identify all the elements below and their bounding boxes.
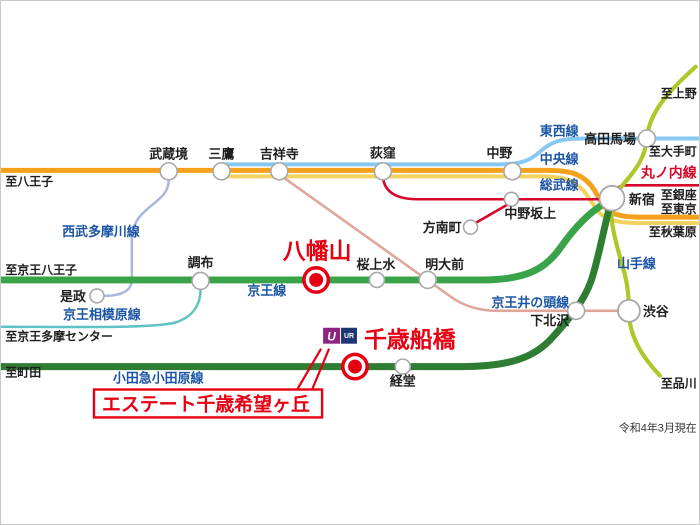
destination-label-keio-hachioji: 至京王八王子 — [5, 262, 77, 277]
station-label-nakanosakaue: 中野坂上 — [504, 206, 556, 221]
estate-callout-box — [92, 388, 324, 419]
ur-logo-right-square — [341, 327, 357, 344]
station-label-meidaimae: 明大前 — [425, 257, 464, 272]
station-musashisakai — [159, 162, 178, 181]
line-label-odakyu: 小田急小田原線 — [113, 371, 204, 386]
station-kyodo — [394, 358, 412, 375]
station-sakurajosui — [368, 271, 386, 289]
station-label-honancho: 方南町 — [423, 220, 462, 235]
ur-logo-u-mark: U — [327, 330, 336, 344]
chitose-center-dot — [348, 359, 362, 374]
callout-pointer-right — [311, 348, 331, 390]
line-label-keio-inokashira: 京王井の頭線 — [491, 295, 569, 310]
station-nakano — [503, 162, 522, 181]
destination-label-hachioji: 至八王子 — [5, 174, 53, 188]
station-label-shibuya: 渋谷 — [643, 304, 669, 319]
station-label-chofu: 調布 — [188, 255, 214, 270]
line-label-tozai: 東西線 — [540, 123, 579, 138]
station-kichijoji — [270, 162, 289, 181]
destination-label-shinagawa: 至品川 — [661, 377, 697, 391]
line-label-yamanote: 山手線 — [617, 256, 656, 271]
estate-callout-label: エステート千歳希望ヶ丘 — [102, 392, 310, 415]
highlight-label-hachimanyama: 八幡山 — [283, 238, 352, 264]
station-meidaimae — [418, 270, 437, 290]
station-ogikubo — [373, 162, 393, 181]
station-shinjuku — [598, 184, 626, 212]
map-date-note: 令和4年3月現在 — [619, 420, 697, 434]
station-honancho — [462, 219, 479, 235]
hachimanyama-center-dot — [309, 272, 324, 287]
keio-inokashira-line-path — [281, 176, 627, 313]
highlight-station-hachimanyama — [302, 265, 331, 294]
station-label-musashisakai: 武蔵境 — [149, 146, 188, 161]
station-chofu — [191, 271, 210, 291]
line-label-marunouchi: 丸ノ内線 — [640, 164, 697, 180]
station-label-ogikubo: 荻窪 — [370, 145, 396, 160]
destination-label-tokyo: 至東京 — [661, 201, 697, 216]
ur-logo: U UR — [323, 327, 357, 344]
station-label-kichijoji: 吉祥寺 — [260, 146, 299, 161]
station-label-koremasa: 是政 — [59, 289, 86, 304]
destination-label-keio-tama-center: 至京王多摩センター — [5, 329, 112, 344]
ur-logo-left-square — [323, 327, 341, 344]
callout-pointer-left — [296, 348, 323, 391]
station-label-takadanobaba: 高田馬場 — [584, 131, 636, 146]
station-label-shinjuku: 新宿 — [629, 192, 655, 207]
station-label-kyodo: 経堂 — [390, 374, 416, 389]
highlight-station-chitose-funabashi — [341, 352, 369, 381]
destination-label-machida: 至町田 — [5, 366, 41, 380]
line-label-seibu-tamagawa: 西武多摩川線 — [62, 224, 140, 239]
station-nakanosakaue — [503, 191, 520, 208]
destination-label-ginza: 至銀座 — [661, 187, 697, 202]
estate-callout: エステート千歳希望ヶ丘 — [92, 348, 331, 419]
destination-label-otemachi: 至大手町 — [649, 143, 697, 158]
station-shibuya — [617, 298, 641, 323]
station-label-mitaka: 三鷹 — [209, 146, 235, 161]
station-label-nakano: 中野 — [486, 145, 512, 160]
ur-logo-ur-text: UR — [344, 333, 354, 340]
odakyu-line-path — [1, 202, 614, 371]
station-mitaka — [212, 162, 231, 181]
destination-label-akihabara: 至秋葉原 — [649, 224, 697, 239]
station-koremasa — [89, 288, 105, 304]
station-label-shimokitazawa: 下北沢 — [530, 313, 570, 328]
line-label-keio-sagamihara: 京王相模原線 — [63, 307, 141, 322]
station-shimokitazawa — [566, 301, 586, 321]
station-takadanobaba — [637, 129, 657, 148]
line-label-chuo: 中央線 — [540, 151, 579, 166]
line-label-keio: 京王線 — [247, 283, 286, 298]
keio-sagamihara-line-path — [1, 287, 202, 329]
seibu-tamagawa-line-path — [103, 179, 170, 298]
destination-label-ueno: 至上野 — [661, 86, 697, 101]
line-label-sobu: 総武線 — [540, 177, 579, 192]
station-label-sakurajosui: 桜上水 — [356, 257, 396, 272]
highlight-label-chitose-funabashi: 千歳船橋 — [364, 327, 456, 353]
keio-line-path — [1, 199, 609, 284]
